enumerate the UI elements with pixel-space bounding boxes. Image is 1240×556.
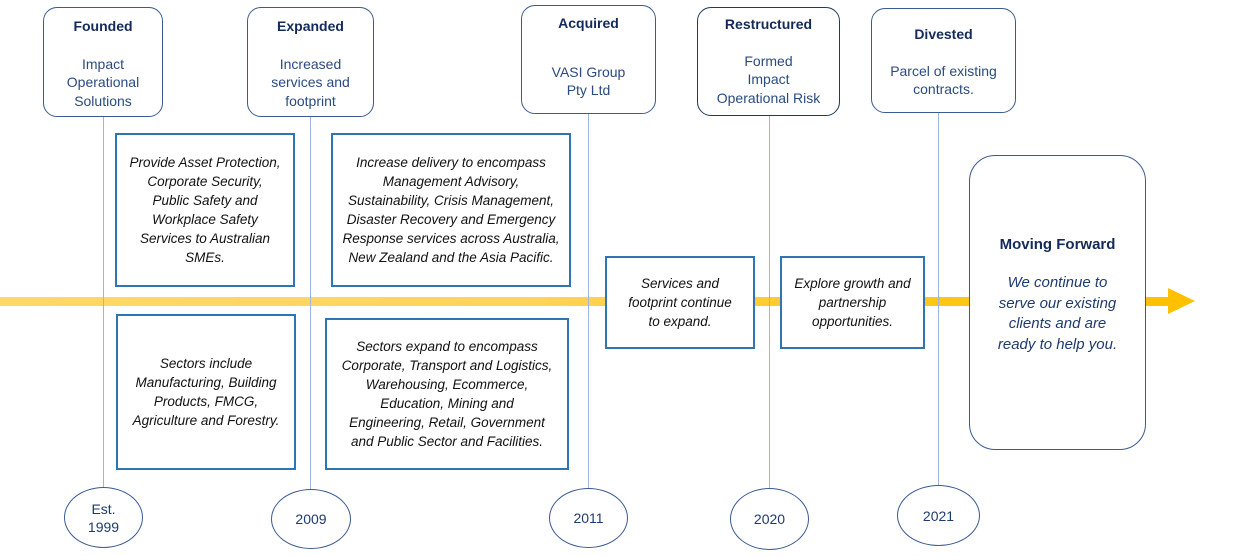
milestone-divested: Divested Parcel of existing contracts. [871,8,1016,113]
milestone-description: Impact Operational Solutions [66,55,140,109]
arrow-right-icon [1168,288,1195,314]
year-label: Est. 1999 [87,500,120,535]
founded-sectors-text: Sectors include Manufacturing, Building … [132,356,280,428]
acquired-note-text: Services and footprint continue to expan… [628,276,732,329]
milestone-title: Acquired [558,15,619,31]
connector-line-founded [103,117,104,488]
year-label: 2011 [573,510,604,526]
milestone-description: Formed Impact Operational Risk [716,52,821,106]
milestone-restructured: Restructured Formed Impact Operational R… [697,7,840,116]
milestone-acquired: Acquired VASI Group Pty Ltd [521,5,656,114]
milestone-title: Divested [914,26,973,42]
timeline-bar [0,297,1172,306]
year-label: 2021 [922,507,955,524]
year-badge-2020: 2020 [730,488,809,550]
milestone-description: VASI Group Pty Ltd [551,63,626,99]
expanded-sectors-box: Sectors expand to encompass Corporate, T… [325,318,569,470]
founded-services-box: Provide Asset Protection, Corporate Secu… [115,133,295,287]
year-badge-2011: 2011 [549,488,628,548]
expanded-services-box: Increase delivery to encompass Managemen… [331,133,571,287]
expanded-services-text: Increase delivery to encompass Managemen… [342,155,560,265]
founded-sectors-box: Sectors include Manufacturing, Building … [116,314,296,470]
year-badge-2021: 2021 [897,485,980,546]
milestone-expanded: Expanded Increased services and footprin… [247,7,374,117]
acquired-note-box: Services and footprint continue to expan… [605,256,755,349]
year-label: 2009 [295,511,327,527]
year-badge-2009: 2009 [271,489,351,549]
year-badge-1999: Est. 1999 [64,487,143,548]
connector-line-expanded [310,117,311,490]
connector-line-acquired [588,114,589,489]
milestone-title: Expanded [277,18,344,34]
restructured-note-box: Explore growth and partnership opportuni… [780,256,925,349]
connector-line-divested [938,113,939,486]
connector-line-restructured [769,116,770,489]
moving-forward-title: Moving Forward [999,236,1116,253]
milestone-title: Restructured [724,16,813,32]
expanded-sectors-text: Sectors expand to encompass Corporate, T… [341,339,553,449]
milestone-title: Founded [73,18,133,34]
milestone-description: Parcel of existing contracts. [890,62,997,98]
moving-forward-description: We continue to serve our existing client… [997,274,1118,353]
milestone-description: Increased services and footprint [271,55,350,109]
founded-services-text: Provide Asset Protection, Corporate Secu… [129,155,281,265]
milestone-founded: Founded Impact Operational Solutions [43,7,163,117]
moving-forward-box: Moving Forward We continue to serve our … [969,155,1146,450]
year-label: 2020 [753,511,786,527]
restructured-note-text: Explore growth and partnership opportuni… [794,276,911,329]
